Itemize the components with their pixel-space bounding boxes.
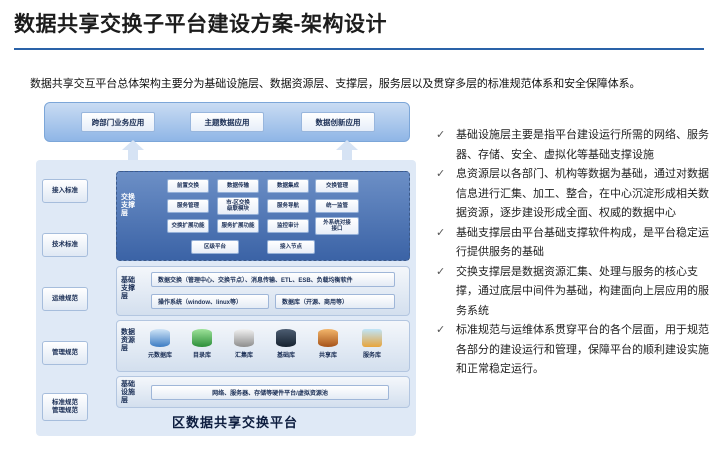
support-software-bar: 数据交换（管理中心、交换节点）、消息传输、ETL、ESB、负载均衡软件 <box>151 272 395 287</box>
exchange-cell: 接入节点 <box>267 240 315 254</box>
architecture-diagram: 跨部门业务应用 主题数据应用 数据创新应用 接入标准 技术标准 运维规范 管理规… <box>36 102 416 440</box>
up-arrow-icon <box>122 140 144 160</box>
hardware-bar: 网络、服务器、存储等硬件平台/虚拟资源池 <box>151 385 389 400</box>
top-app-button-1: 跨部门业务应用 <box>81 112 155 132</box>
exchange-cell: 服务导航 <box>267 199 309 213</box>
side-standard-1: 接入标准 <box>42 179 88 203</box>
database-icon <box>276 329 296 347</box>
application-layer: 跨部门业务应用 主题数据应用 数据创新应用 <box>44 102 410 142</box>
layer-label: 基础设施层 <box>121 381 135 404</box>
check-icon: ✓ <box>436 168 446 180</box>
exchange-support-layer: 交换支撑层 前置交换 数据传输 数据集成 交换管理 服务管理 市-区交换 级联模… <box>116 171 410 261</box>
check-icon: ✓ <box>436 324 446 336</box>
exchange-cell: 数据传输 <box>217 179 259 193</box>
check-icon: ✓ <box>436 265 446 278</box>
exchange-cell: 前置交换 <box>167 179 209 193</box>
bullet-item: ✓息资源层以各部门、机构等数据为基础，通过对数据信息进行汇集、加工、整合，在中心… <box>436 165 712 224</box>
metadata-db: 元数据库 <box>143 329 177 359</box>
up-arrow-icon <box>336 140 358 160</box>
layer-label: 数据资源层 <box>121 329 135 352</box>
basic-support-layer: 基础支撑层 数据交换（管理中心、交换节点）、消息传输、ETL、ESB、负载均衡软… <box>116 266 410 316</box>
standards-column: 接入标准 技术标准 运维规范 管理规范 标准规范 管理规范 <box>42 165 88 431</box>
database-icon <box>234 329 254 347</box>
title-divider <box>14 48 704 50</box>
platform-body: 接入标准 技术标准 运维规范 管理规范 标准规范 管理规范 交换支撑层 前置交换… <box>36 160 416 436</box>
exchange-cell: 市-区交换 级联模块 <box>217 197 259 215</box>
bullet-item: ✓基础设施层主要是指平台建设运行所需的网络、服务器、存储、安全、虚拟化等基础支撑… <box>436 126 712 165</box>
base-db: 基础库 <box>269 329 303 359</box>
shared-db: 共享库 <box>311 329 345 359</box>
exchange-cell: 外系统对接 接口 <box>315 217 359 235</box>
layer-label: 交换支撑层 <box>121 194 135 217</box>
bullet-item: ✓交换支撑层是数据资源汇集、处理与服务的核心支撑，通过底层中间件为基础，构建面向… <box>436 263 712 322</box>
side-standard-4: 管理规范 <box>42 341 88 365</box>
side-standard-3: 运维规范 <box>42 287 88 311</box>
layer-label: 基础支撑层 <box>121 277 135 300</box>
exchange-cell: 数据集成 <box>267 179 309 193</box>
side-standard-2: 技术标准 <box>42 233 88 257</box>
top-app-button-3: 数据创新应用 <box>301 112 375 132</box>
platform-name: 区数据共享交换平台 <box>171 414 298 430</box>
collection-db: 汇集库 <box>227 329 261 359</box>
side-standard-5: 标准规范 管理规范 <box>42 393 88 421</box>
check-icon: ✓ <box>436 129 446 141</box>
bullet-item: ✓标准规范与运维体系贯穿平台的各个层面，用于规范各部分的建设运行和管理，保障平台… <box>436 321 712 380</box>
exchange-cell: 区级平台 <box>191 240 239 254</box>
database-bar: 数据库（开源、商用等） <box>275 294 395 309</box>
exchange-cell: 统一监管 <box>315 199 359 213</box>
database-icon <box>150 329 170 347</box>
os-bar: 操作系统（window、linux等） <box>151 294 269 309</box>
exchange-cell: 监控审计 <box>267 219 309 233</box>
service-db: 服务库 <box>355 329 389 359</box>
page-title: 数据共享交换子平台建设方案-架构设计 <box>14 13 387 36</box>
data-resource-layer: 数据资源层 元数据库 目录库 汇集库 基础库 共享库 <box>116 320 410 372</box>
exchange-cell: 交换管理 <box>315 179 359 193</box>
bullet-item: ✓基础支撑层由平台基础支撑软件构成，是平台稳定运行提供服务的基础 <box>436 224 712 263</box>
infrastructure-layer: 基础设施层 网络、服务器、存储等硬件平台/虚拟资源池 <box>116 376 410 408</box>
top-app-button-2: 主题数据应用 <box>190 112 264 132</box>
database-icon <box>318 329 338 347</box>
intro-text: 数据共享交互平台总体架构主要分为基础设施层、数据资源层、支撑层，服务层以及贯穿多… <box>30 78 641 90</box>
database-icon <box>362 329 382 347</box>
check-icon: ✓ <box>436 226 446 239</box>
bullet-list: ✓基础设施层主要是指平台建设运行所需的网络、服务器、存储、安全、虚拟化等基础支撑… <box>436 126 712 380</box>
exchange-cell: 服务扩展功能 <box>217 219 259 233</box>
database-icon <box>192 329 212 347</box>
exchange-cell: 交换扩展功能 <box>167 219 209 233</box>
catalog-db: 目录库 <box>185 329 219 359</box>
exchange-cell: 服务管理 <box>167 199 209 213</box>
